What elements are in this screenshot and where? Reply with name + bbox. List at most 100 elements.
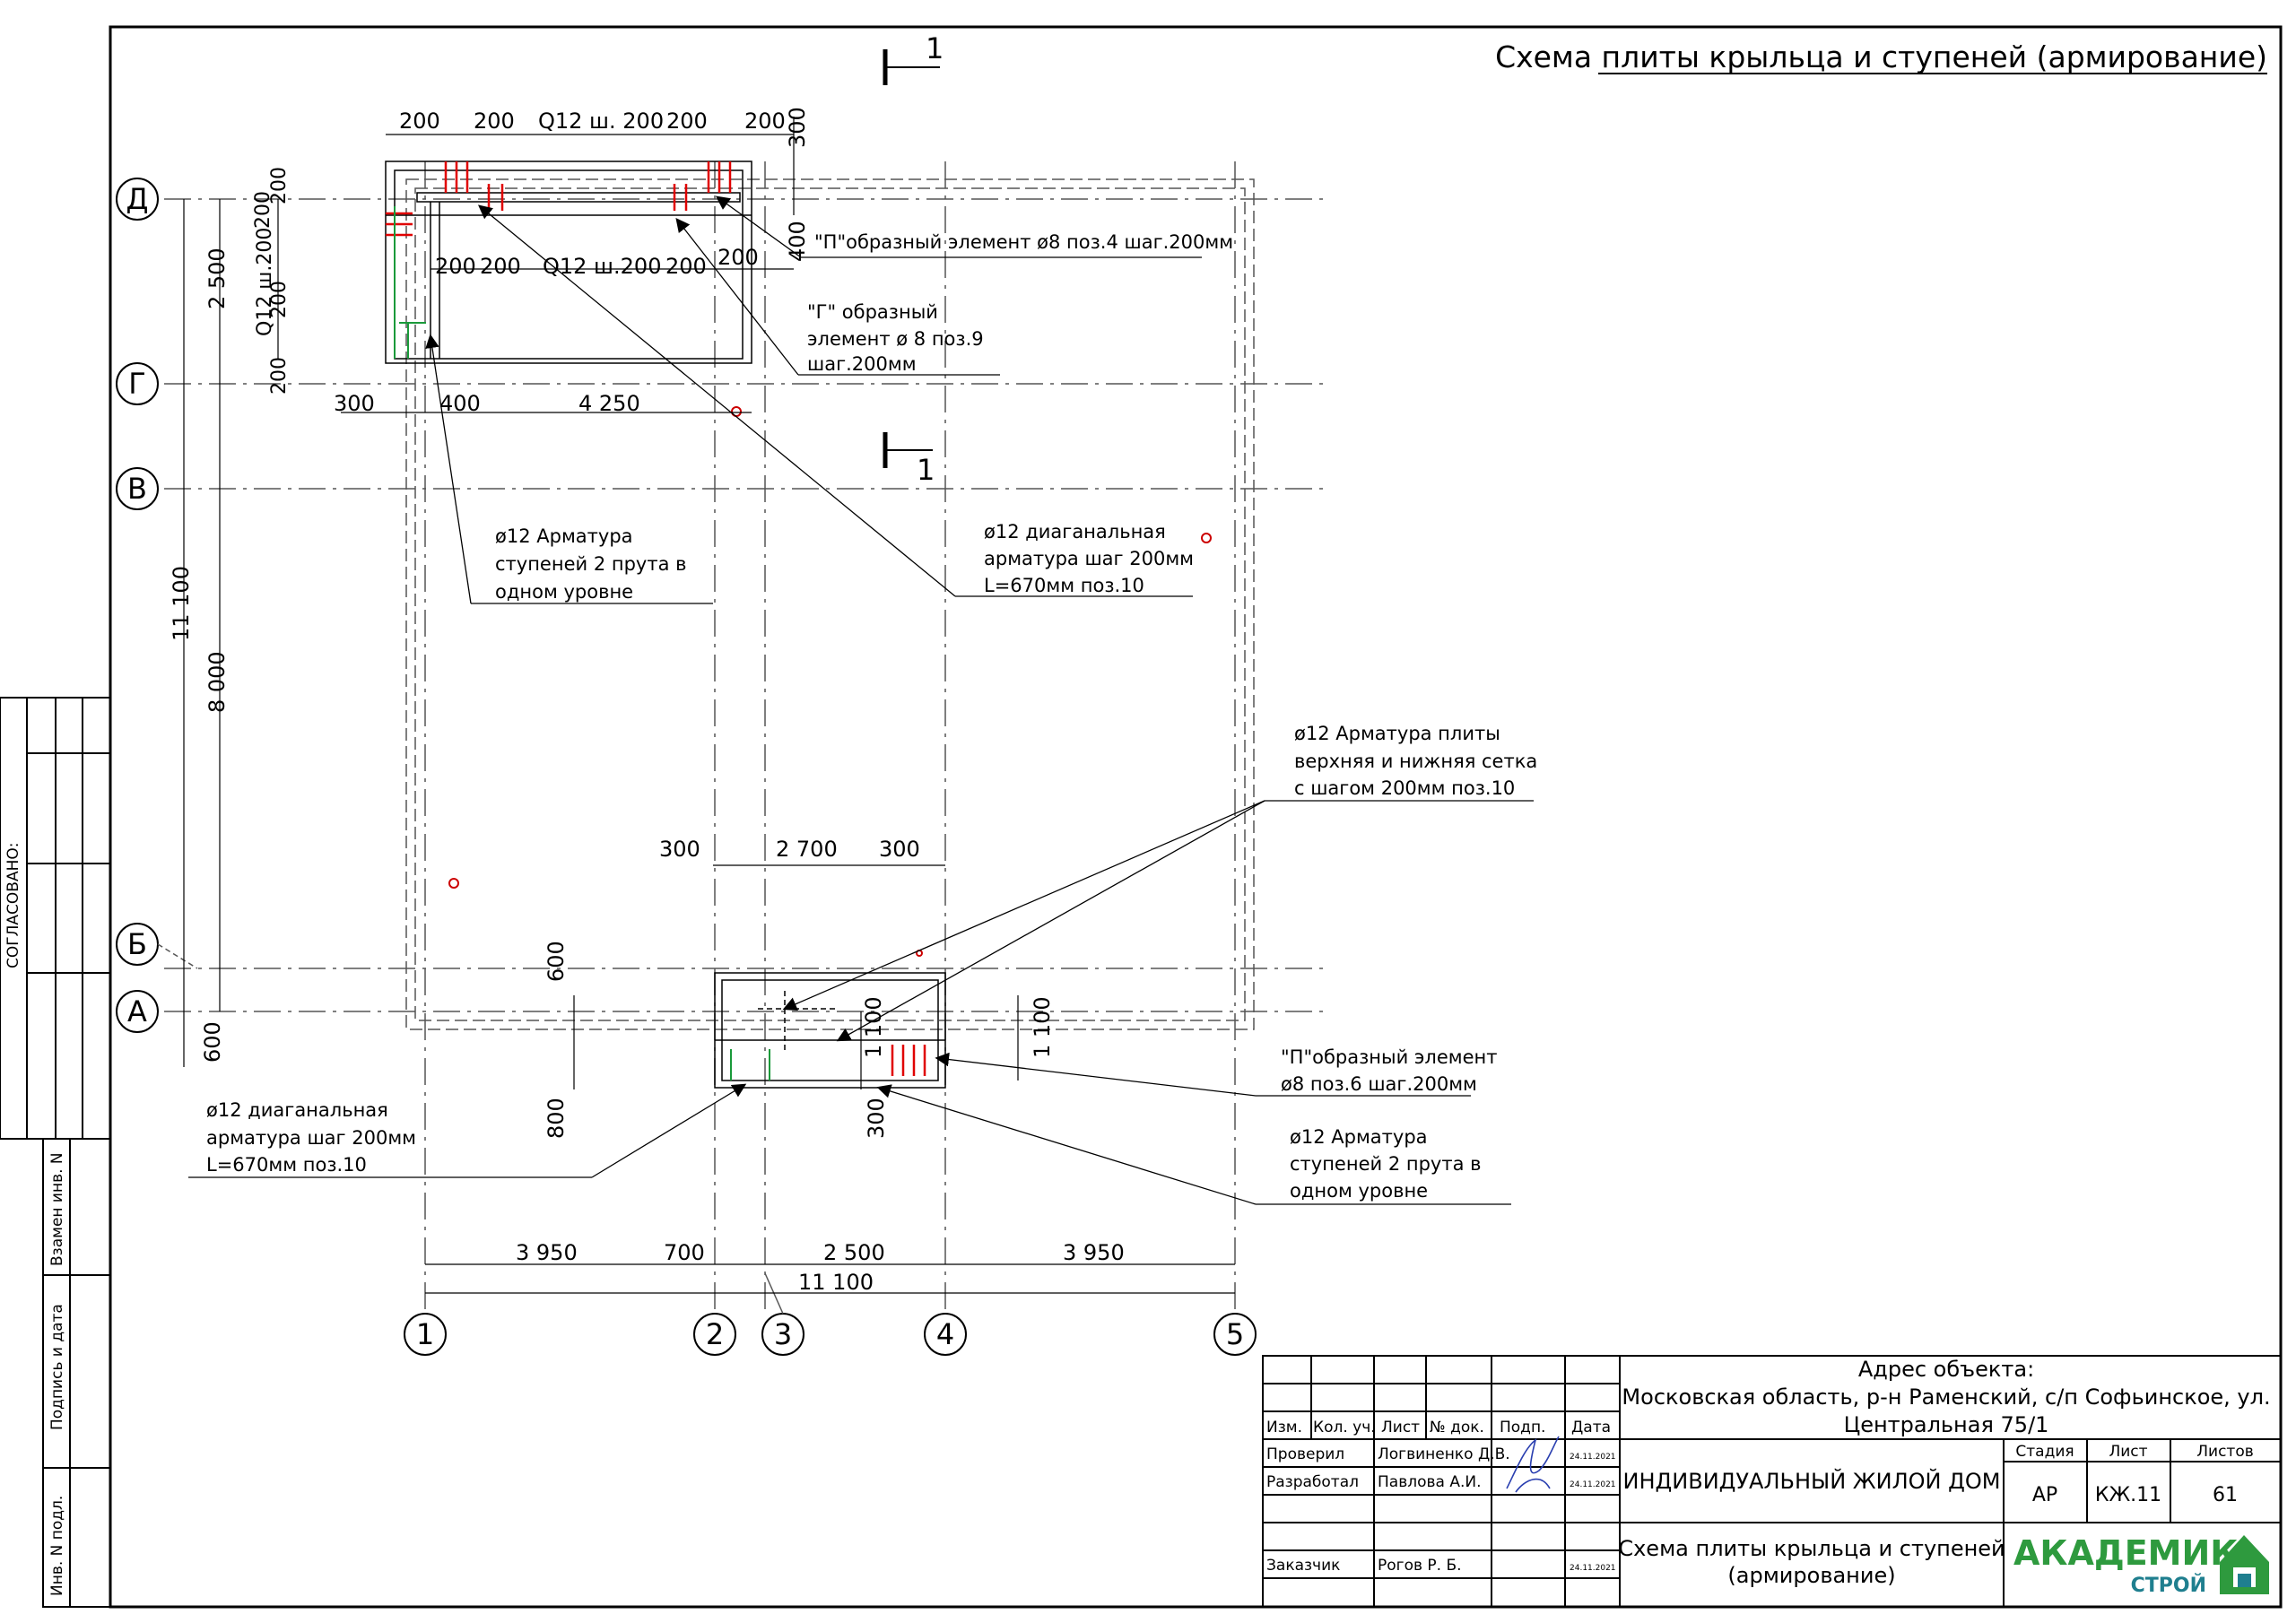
dim-text: 200 xyxy=(744,108,786,134)
stamp-field-inv: Инв. N подл. xyxy=(48,1496,66,1596)
svg-text:Проверил: Проверил xyxy=(1266,1445,1344,1463)
axis-bubble-1: 1 xyxy=(404,1313,447,1356)
dim-text: 200 xyxy=(268,281,291,318)
dims-bottom: 3 950 700 2 500 3 950 11 100 xyxy=(516,1240,1125,1295)
dim-text: 2 500 xyxy=(204,247,230,309)
svg-text:5: 5 xyxy=(1226,1317,1244,1351)
section-mark-top: 1 xyxy=(883,31,944,85)
svg-text:"П"образный элемент: "П"образный элемент xyxy=(1281,1046,1498,1068)
svg-text:3: 3 xyxy=(774,1317,792,1351)
dim-text: 3 950 xyxy=(1063,1240,1125,1265)
svg-text:КЖ.11: КЖ.11 xyxy=(2095,1484,2161,1506)
svg-text:Московская область, р-н Раменс: Московская область, р-н Раменский, с/п С… xyxy=(1622,1384,2270,1410)
svg-text:А: А xyxy=(127,994,147,1028)
svg-text:АР: АР xyxy=(2032,1484,2057,1506)
dim-text: 200 xyxy=(399,108,440,134)
callout-g-element: "Г" образный элемент ø 8 поз.9 шаг.200мм xyxy=(807,301,984,375)
svg-text:"Г" образный: "Г" образный xyxy=(807,301,938,323)
dim-text: 200 xyxy=(718,245,759,270)
svg-text:ступеней 2 прута в: ступеней 2 прута в xyxy=(495,553,687,575)
leader-lines xyxy=(188,195,1534,1205)
axis-lines-vertical xyxy=(424,161,1236,1309)
svg-text:Рогов Р. Б.: Рогов Р. Б. xyxy=(1378,1557,1462,1575)
svg-text:шаг.200мм: шаг.200мм xyxy=(807,353,917,375)
svg-text:элемент ø 8 поз.9: элемент ø 8 поз.9 xyxy=(807,328,984,350)
svg-text:(армирование): (армирование) xyxy=(1727,1563,1895,1588)
axis-bubble-a: А xyxy=(116,990,159,1033)
stamp-field-signature: Подпись и дата xyxy=(48,1304,66,1430)
axis-bubble-v: В xyxy=(116,467,159,510)
svg-text:Дата: Дата xyxy=(1571,1419,1611,1436)
dim-text: Q12 ш.200 xyxy=(254,228,276,336)
svg-text:Б: Б xyxy=(127,927,147,961)
svg-text:24.11.2021: 24.11.2021 xyxy=(1570,1453,1616,1462)
svg-text:Адрес объекта:: Адрес объекта: xyxy=(1858,1357,2034,1382)
stamp-agreed: СОГЛАСОВАНО: xyxy=(4,843,22,968)
signature-scribble xyxy=(1506,1436,1560,1493)
callout-diag-rebar-2: ø12 диаганальная арматура шаг 200мм L=67… xyxy=(206,1099,416,1176)
dim-text: 11 100 xyxy=(169,566,194,641)
drawing-title: Схема плиты крыльца и ступеней (армирова… xyxy=(1495,39,2267,74)
svg-text:ø8 поз.6 шаг.200мм: ø8 поз.6 шаг.200мм xyxy=(1281,1073,1477,1095)
dims-steps-row: 300 2 700 300 xyxy=(659,837,920,862)
dim-text: 3 950 xyxy=(516,1240,578,1265)
dim-text: 300 xyxy=(785,107,810,148)
dim-text: 300 xyxy=(334,391,375,416)
svg-text:арматура шаг 200мм: арматура шаг 200мм xyxy=(984,548,1194,569)
dim-text: 200 xyxy=(665,254,707,279)
project-name: ИНДИВИДУАЛЬНЫЙ ЖИЛОЙ ДОМ xyxy=(1623,1468,2001,1494)
dim-text: 400 xyxy=(439,391,481,416)
dims-top-row: 200 200 Q12 ш. 200 200 200 300 xyxy=(399,107,810,148)
svg-text:61: 61 xyxy=(2213,1484,2238,1506)
svg-text:4: 4 xyxy=(936,1317,954,1351)
dims-left-small: 200 200 Q12 ш.200 200 200 xyxy=(252,167,291,395)
axis-bubble-b: Б xyxy=(116,923,198,969)
dim-text: 4 250 xyxy=(578,391,640,416)
rebar-ticks-top xyxy=(386,161,732,237)
title-block-headers: Изм. Кол. уч. Лист № док. Подп. Дата xyxy=(1266,1419,1611,1436)
dims-g-row: 300 400 4 250 xyxy=(334,391,640,416)
callout-p-element-top: "П"образный элемент ø8 поз.4 шаг.200мм xyxy=(814,231,1233,253)
axis-bubble-d: Д xyxy=(116,178,159,221)
svg-text:Павлова А.И.: Павлова А.И. xyxy=(1378,1473,1481,1491)
svg-text:верхняя и нижняя сетка: верхняя и нижняя сетка xyxy=(1294,751,1537,772)
dim-text: 200 xyxy=(435,254,476,279)
svg-text:одном уровне: одном уровне xyxy=(495,581,633,603)
axis-bubble-5: 5 xyxy=(1213,1313,1257,1356)
title-block-roles: Проверил Логвиненко Д.В. 24.11.2021 Разр… xyxy=(1266,1445,1616,1575)
svg-text:Д: Д xyxy=(126,182,149,216)
dim-text: 300 xyxy=(659,837,700,862)
svg-text:СТРОЙ: СТРОЙ xyxy=(2131,1574,2206,1597)
svg-text:Г: Г xyxy=(128,367,146,401)
section-mark-mid: 1 xyxy=(883,432,935,487)
dimension-lines xyxy=(183,117,1235,1294)
svg-text:Разработал: Разработал xyxy=(1266,1473,1359,1491)
section-mark-label: 1 xyxy=(926,31,944,65)
stamp-field-replace: Взамен инв. N xyxy=(48,1152,66,1266)
svg-text:с шагом 200мм поз.10: с шагом 200мм поз.10 xyxy=(1294,777,1515,799)
dim-text: 2 500 xyxy=(823,1240,885,1265)
svg-text:Изм.: Изм. xyxy=(1266,1419,1302,1436)
dims-inner-row: 200 200 Q12 ш.200 200 200 400 xyxy=(435,221,810,279)
svg-text:ø12 Арматура плиты: ø12 Арматура плиты xyxy=(1294,723,1500,744)
dim-text: 600 xyxy=(544,941,569,982)
dim-text: 800 xyxy=(544,1098,569,1139)
svg-text:Заказчик: Заказчик xyxy=(1266,1557,1340,1575)
side-stamp xyxy=(0,697,111,1608)
svg-text:24.11.2021: 24.11.2021 xyxy=(1570,1564,1616,1573)
title-block-grid xyxy=(1262,1355,2282,1608)
dim-text: 1 100 xyxy=(861,996,886,1058)
svg-text:ступеней 2 прута в: ступеней 2 прута в xyxy=(1290,1153,1482,1175)
dim-text: 2 700 xyxy=(776,837,838,862)
dim-text: 200 xyxy=(480,254,521,279)
dim-text: 200 xyxy=(474,108,515,134)
svg-text:Стадия: Стадия xyxy=(2015,1443,2074,1461)
company-logo: АКАДЕМИК СТРОЙ xyxy=(2013,1533,2269,1597)
callout-diag-rebar-1: ø12 диаганальная арматура шаг 200мм L=67… xyxy=(984,521,1194,596)
svg-text:2: 2 xyxy=(706,1317,724,1351)
dim-text: Q12 ш. 200 xyxy=(538,108,664,134)
stage-sheet-header: Стадия Лист Листов xyxy=(2015,1443,2253,1461)
svg-text:ø12 диаганальная: ø12 диаганальная xyxy=(984,521,1166,542)
dim-text: 700 xyxy=(664,1240,705,1265)
